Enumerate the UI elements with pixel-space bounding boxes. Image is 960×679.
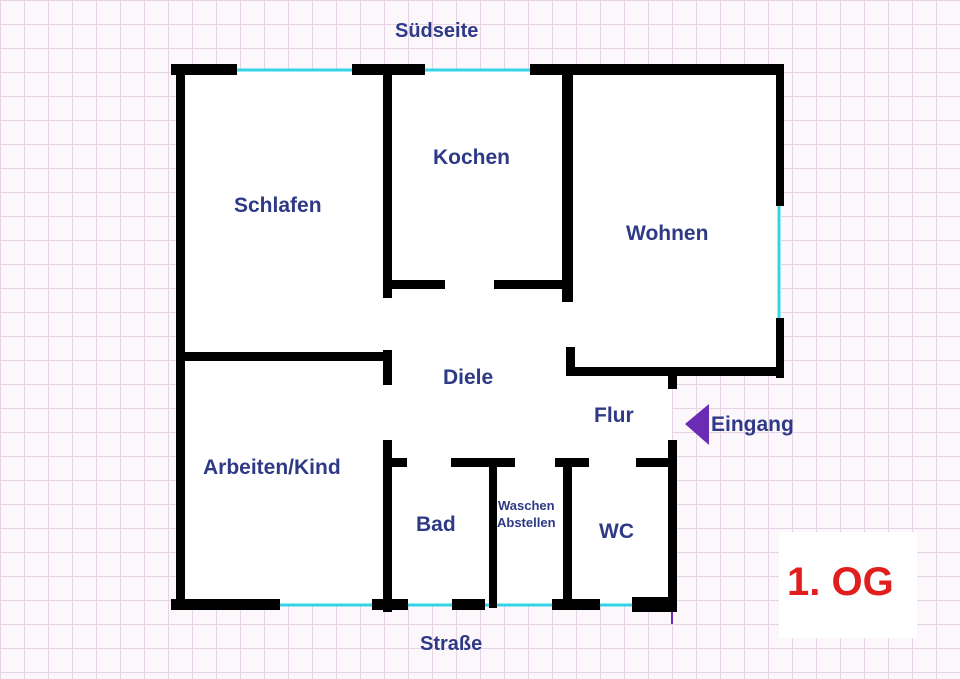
room-label-wc: WC (599, 520, 634, 543)
room-label-arbeiten: Arbeiten/Kind (203, 456, 341, 479)
south-side-label: Südseite (395, 20, 479, 42)
wall-bottom-seg4 (632, 597, 677, 612)
entrance-arrow-icon (685, 404, 709, 445)
wall-right-upper (776, 64, 784, 206)
wall-kochen-bottom-right (494, 280, 572, 289)
wall-wohnen-stub (566, 347, 575, 376)
street-label: Straße (420, 633, 483, 655)
wall-schlafen-right (383, 64, 392, 298)
floor-badge-text: 1. OG (787, 560, 894, 604)
wall-kochen-right (562, 64, 573, 302)
room-label-diele: Diele (443, 366, 494, 389)
room-label-flur: Flur (594, 404, 634, 427)
wall-bad-top-left (383, 458, 407, 467)
wall-top-right (530, 64, 784, 75)
room-label-kochen: Kochen (433, 146, 511, 169)
entrance-label: Eingang (711, 413, 794, 436)
wall-bottom-seg2 (452, 599, 485, 610)
wall-right-lower (776, 318, 784, 378)
floor-badge: 1. OG (779, 532, 917, 638)
wall-kochen-bottom-left (383, 280, 445, 289)
wall-bad-right (489, 458, 497, 608)
wall-schlafen-bottom (176, 352, 390, 361)
wall-bottom-left (171, 599, 280, 610)
wall-left (176, 64, 185, 610)
wall-wohnen-bottom (566, 367, 784, 376)
wall-flur-right (668, 440, 677, 612)
room-label-schlafen: Schlafen (234, 194, 322, 217)
wall-flur-right-top (668, 376, 677, 389)
walls (171, 64, 784, 612)
wall-wc-top-right (636, 458, 677, 467)
wall-top-left (171, 64, 237, 75)
room-label-abstellen: Abstellen (497, 515, 556, 530)
room-label-waschen: Waschen (498, 498, 555, 513)
wall-arbeiten-right (383, 440, 392, 612)
wall-bottom-seg3 (552, 599, 600, 610)
wall-schlafen-stub (383, 350, 392, 385)
wall-bad-top-right (451, 458, 515, 467)
wall-waschen-right (563, 458, 572, 608)
floor-area (176, 70, 781, 606)
room-label-wohnen: Wohnen (626, 222, 709, 245)
room-label-bad: Bad (416, 513, 456, 536)
